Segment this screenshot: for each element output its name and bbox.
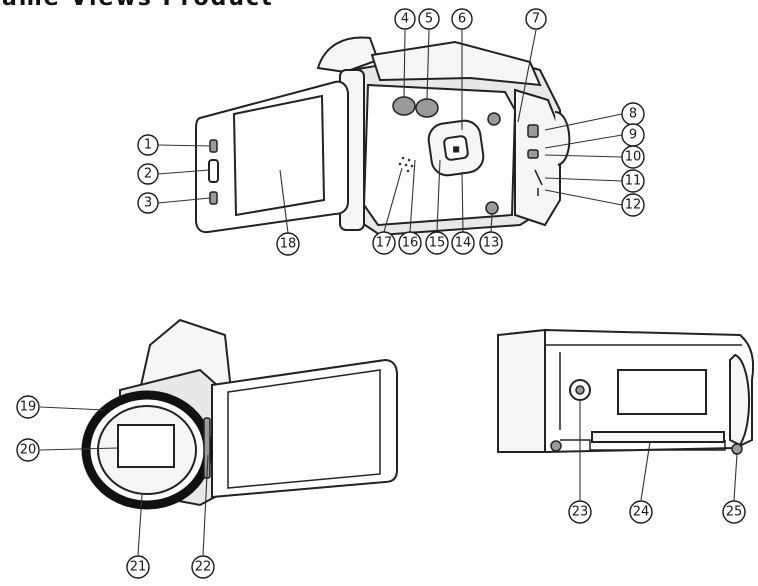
bottom-foot-right <box>731 443 743 455</box>
svg-text:4: 4 <box>401 12 409 27</box>
callout-17: 17 <box>372 231 396 255</box>
callout-19: 19 <box>16 395 40 419</box>
menu-button[interactable] <box>487 112 501 126</box>
callout-6: 6 <box>451 8 473 30</box>
svg-text:9: 9 <box>629 128 637 143</box>
strap-slot-top <box>527 124 539 138</box>
callout-5: 5 <box>418 8 440 30</box>
callout-25: 25 <box>722 500 746 524</box>
svg-text:18: 18 <box>280 237 297 252</box>
callout-7: 7 <box>525 8 547 30</box>
view3-leader-lines <box>579 400 738 501</box>
view2-leader-lines <box>39 406 209 556</box>
rear-lens-barrel <box>316 36 380 74</box>
front-lens-view <box>81 318 398 510</box>
view1-leader-lines <box>157 29 623 234</box>
callout-21: 21 <box>126 555 150 579</box>
sd-card-slot[interactable] <box>591 431 725 443</box>
ok-button[interactable] <box>443 135 469 161</box>
svg-text:7: 7 <box>532 12 540 27</box>
callout-15: 15 <box>425 231 449 255</box>
zoom-out-button[interactable] <box>209 191 218 205</box>
svg-text:5: 5 <box>425 12 433 27</box>
speaker-grille <box>398 156 414 173</box>
svg-text:13: 13 <box>483 236 500 251</box>
callout-labels: 1 2 3 4 5 6 7 8 9 10 11 12 13 14 15 16 1… <box>16 8 746 579</box>
callout-4: 4 <box>394 8 416 30</box>
svg-text:14: 14 <box>455 236 472 251</box>
svg-text:10: 10 <box>625 150 642 165</box>
callout-16: 16 <box>398 231 422 255</box>
record-button[interactable] <box>415 98 439 118</box>
bottom-view <box>497 328 755 455</box>
svg-text:24: 24 <box>633 505 650 520</box>
bottom-foot-left <box>550 440 562 452</box>
lens-glass <box>117 424 175 468</box>
svg-text:22: 22 <box>195 560 212 575</box>
svg-text:15: 15 <box>429 236 446 251</box>
battery-cover <box>617 369 707 415</box>
callout-3: 3 <box>137 192 159 214</box>
callout-23: 23 <box>568 500 592 524</box>
callout-2: 2 <box>137 163 159 185</box>
callout-13: 13 <box>479 231 503 255</box>
mode-button[interactable] <box>392 96 416 116</box>
svg-text:3: 3 <box>144 196 152 211</box>
svg-text:11: 11 <box>625 174 642 189</box>
camera-top-housing <box>370 40 542 87</box>
callout-14: 14 <box>451 231 475 255</box>
callout-22: 22 <box>191 555 215 579</box>
svg-text:23: 23 <box>572 505 589 520</box>
svg-text:16: 16 <box>402 236 419 251</box>
svg-text:25: 25 <box>726 505 743 520</box>
screen-open-view: ■ <box>195 36 571 237</box>
svg-text:8: 8 <box>629 107 637 122</box>
callout-9: 9 <box>621 123 645 147</box>
tripod-socket-core <box>575 385 585 395</box>
callout-20: 20 <box>16 438 40 462</box>
svg-text:20: 20 <box>20 443 37 458</box>
svg-text:19: 19 <box>20 400 37 415</box>
svg-text:6: 6 <box>458 12 466 27</box>
callout-24: 24 <box>629 500 653 524</box>
lcd-screen <box>232 94 326 217</box>
callout-1: 1 <box>137 134 159 156</box>
callout-18: 18 <box>276 232 300 256</box>
bottom-lens-barrel <box>497 328 546 453</box>
zoom-rocker[interactable] <box>208 159 219 183</box>
svg-text:21: 21 <box>130 560 147 575</box>
callout-11: 11 <box>621 169 645 193</box>
callout-8: 8 <box>621 102 645 126</box>
callout-12: 12 <box>621 193 645 217</box>
svg-text:1: 1 <box>144 138 152 153</box>
delete-button[interactable] <box>485 201 499 215</box>
diagram-heading: ame Views Product <box>2 0 274 11</box>
svg-text:12: 12 <box>625 198 642 213</box>
zoom-in-button[interactable] <box>209 139 218 153</box>
port-icon <box>534 169 543 196</box>
callout-10: 10 <box>621 145 645 169</box>
front-lcd-screen <box>227 369 381 489</box>
front-lcd-panel <box>211 358 398 499</box>
ok-icon: ■ <box>452 145 460 154</box>
strap-slot-middle <box>527 149 539 159</box>
svg-text:2: 2 <box>144 167 152 182</box>
svg-text:17: 17 <box>376 236 393 251</box>
